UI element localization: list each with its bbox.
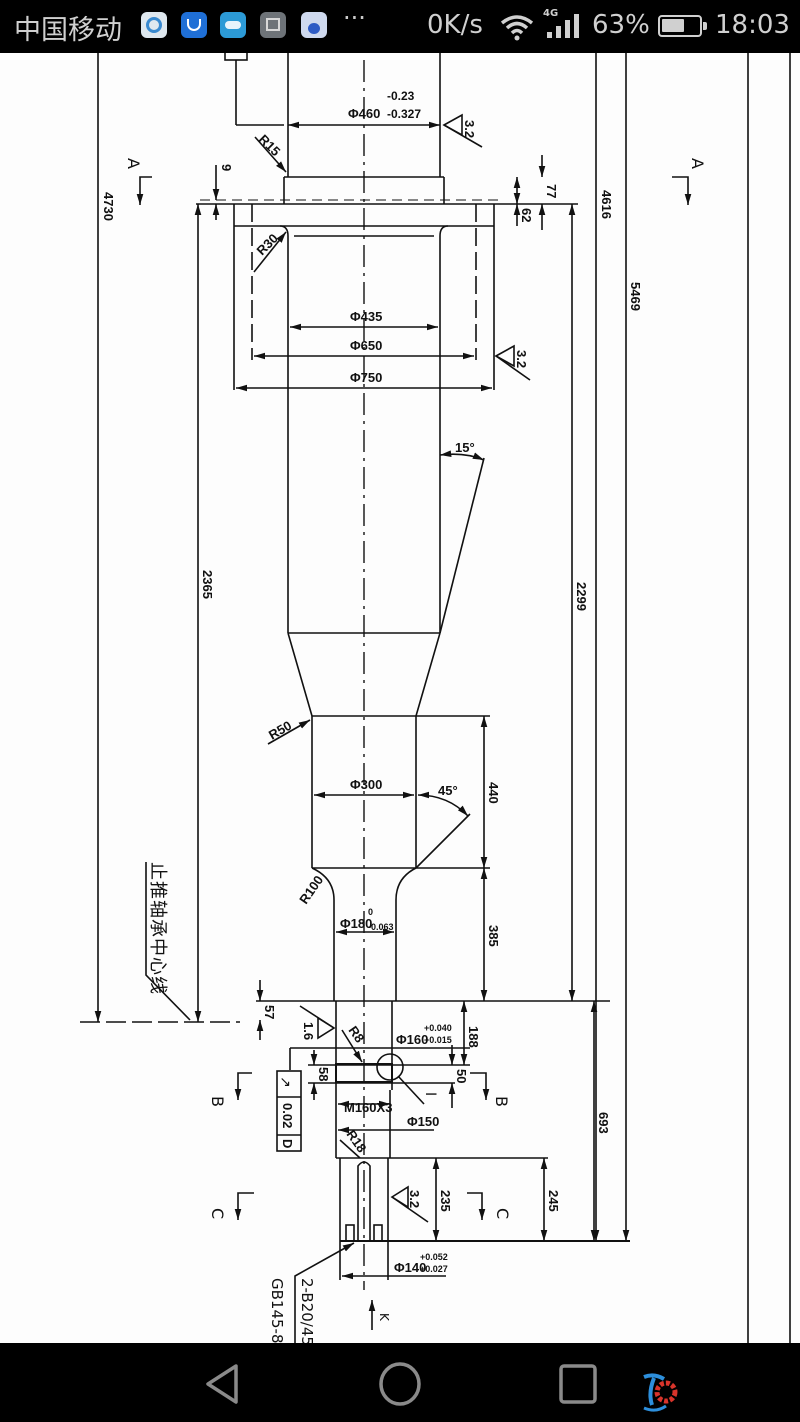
section-label-a-left: A	[124, 158, 143, 169]
angle-15: 15°	[455, 440, 475, 455]
dim-9: 9	[219, 164, 234, 171]
dim-d150: Φ150	[407, 1114, 439, 1129]
roughness-top: 3.2	[462, 120, 477, 138]
section-label-c-left: C	[208, 1208, 227, 1219]
dim-5469: 5469	[628, 282, 643, 311]
shaft-drawing: Φ460 -0.23 -0.327 Φ435 Φ650 Φ750 Φ300 Φ1…	[80, 53, 791, 1343]
section-label-b-right: B	[492, 1096, 511, 1107]
back-icon[interactable]	[202, 1363, 242, 1405]
dim-d160: Φ160	[396, 1032, 428, 1047]
key-callout: 2-B20/45	[298, 1278, 316, 1343]
dim-693: 693	[596, 1112, 611, 1134]
section-label-b-left: B	[208, 1096, 227, 1107]
roughness-lower: 1.6	[301, 1022, 316, 1040]
dim-4616: 4616	[599, 190, 614, 219]
dim-57: 57	[262, 1005, 277, 1019]
centerline-note: 止推轴承中心线	[147, 862, 168, 995]
wifi-icon	[500, 15, 534, 41]
thread-spec: M160X3	[344, 1100, 392, 1115]
detail-label-i: I	[422, 1092, 438, 1096]
tolerance-symbol: ↗	[277, 1076, 293, 1088]
dim-2365: 2365	[200, 570, 215, 599]
tolerance-datum: D	[280, 1139, 295, 1148]
dim-d300: Φ300	[350, 777, 382, 792]
clock: 18:03	[715, 10, 790, 40]
app-logo-icon[interactable]	[640, 1373, 680, 1413]
radius-r15: R15	[256, 132, 283, 159]
network-speed: 0K/s	[427, 10, 483, 40]
battery-fill	[662, 19, 684, 32]
dim-d650: Φ650	[350, 338, 382, 353]
tol-d160-upper: +0.040	[424, 1023, 452, 1033]
tol-d160-lower: +0.015	[424, 1035, 452, 1045]
dim-50: 50	[454, 1069, 469, 1083]
recents-icon[interactable]	[558, 1363, 598, 1405]
dim-245: 245	[546, 1190, 561, 1212]
roughness-keyway: 3.2	[407, 1190, 422, 1208]
dim-440: 440	[486, 782, 501, 804]
network-type-label: 4G	[543, 8, 558, 19]
tolerance-value: 0.02	[280, 1103, 295, 1128]
tol-d140-upper: +0.052	[420, 1252, 448, 1262]
radius-r18: R18	[344, 1127, 370, 1155]
tol-d460-lower: -0.327	[387, 107, 421, 121]
dim-188: 188	[466, 1026, 481, 1048]
dim-d750: Φ750	[350, 370, 382, 385]
radius-r30: R30	[254, 231, 281, 258]
dim-d435: Φ435	[350, 309, 382, 324]
dim-d460: Φ460	[348, 106, 380, 121]
dim-62: 62	[519, 208, 534, 222]
dim-d140: Φ140	[394, 1260, 426, 1275]
security-shield-icon	[181, 12, 207, 38]
qq-browser-icon	[141, 12, 167, 38]
dim-2299: 2299	[574, 582, 589, 611]
tol-d180-lower: -0.063	[368, 922, 394, 932]
key-standard: GB145-85	[268, 1278, 286, 1343]
dim-d180: Φ180	[340, 916, 372, 931]
tol-d460-upper: -0.23	[387, 89, 415, 103]
more-notifications-icon: ···	[343, 4, 366, 32]
dim-385: 385	[486, 925, 501, 947]
angle-45: 45°	[438, 783, 458, 798]
cloud-bird-icon	[220, 12, 246, 38]
radius-r50: R50	[266, 718, 294, 743]
section-label-c-right: C	[493, 1208, 512, 1219]
roughness-flange: 3.2	[514, 350, 529, 368]
baidu-paw-icon	[301, 12, 327, 38]
home-icon[interactable]	[378, 1361, 422, 1407]
dim-235: 235	[438, 1190, 453, 1212]
engineering-drawing-viewer[interactable]: Φ460 -0.23 -0.327 Φ435 Φ650 Φ750 Φ300 Φ1…	[0, 53, 800, 1343]
battery-percent: 63%	[592, 10, 650, 40]
navigation-bar	[0, 1343, 800, 1422]
carrier-name: 中国移动	[14, 15, 122, 46]
view-label-k: K	[377, 1313, 391, 1322]
section-label-a-right: A	[688, 158, 707, 169]
dim-77: 77	[544, 184, 559, 198]
tol-d140-lower: +0.027	[420, 1264, 448, 1274]
dim-58: 58	[316, 1067, 331, 1081]
gallery-icon	[260, 12, 286, 38]
signal-icon: 4G	[543, 8, 579, 38]
dim-4730: 4730	[101, 192, 116, 221]
radius-r100: R100	[296, 873, 326, 907]
battery-icon	[658, 15, 707, 37]
tol-d180-upper: 0	[368, 907, 373, 917]
status-bar: 中国移动 ··· 0K/s 4G 63% 18:03	[0, 0, 800, 53]
